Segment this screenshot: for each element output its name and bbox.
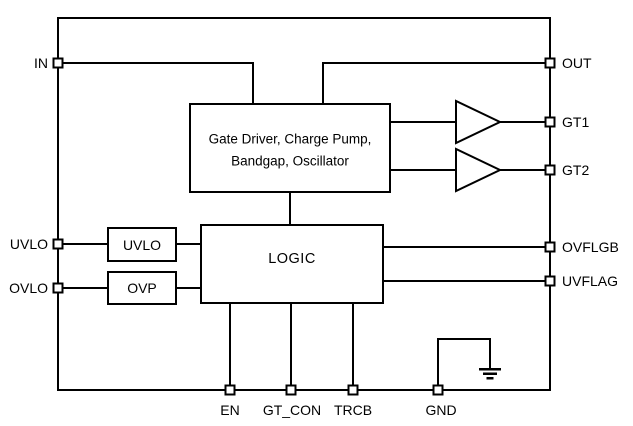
gate-driver-block-box — [189, 103, 391, 193]
pin-uvlo-label: UVLO — [10, 236, 48, 252]
uvlo-block-box — [107, 227, 177, 262]
pin-uvflag-label: UVFLAG — [562, 273, 618, 289]
pin-out-label: OUT — [562, 55, 592, 71]
pin-trcb-label: TRCB — [334, 402, 372, 418]
pin-gtcon-terminal — [285, 384, 297, 396]
gt2-buffer-amplifier-icon — [455, 147, 503, 193]
pin-trcb-terminal — [347, 384, 359, 396]
pin-gt2-label: GT2 — [562, 162, 589, 178]
pin-in-label: IN — [34, 55, 48, 71]
pin-gt2-terminal — [544, 164, 556, 176]
pin-ovflgb-label: OVFLGB — [562, 239, 619, 255]
wire-in-to-gate-driver — [58, 62, 254, 104]
pin-uvlo-terminal — [52, 238, 64, 250]
gate-driver-block-label-line1: Gate Driver, Charge Pump, — [209, 132, 372, 147]
gate-driver-block: Gate Driver, Charge Pump, Bandgap, Oscil… — [189, 103, 391, 193]
pin-gnd-terminal — [432, 384, 444, 396]
ovp-block: OVP — [107, 271, 177, 305]
logic-block-label: LOGIC — [268, 251, 316, 267]
wire-out-to-gate-driver — [322, 62, 550, 104]
wires — [58, 62, 550, 390]
pin-terminals — [52, 57, 556, 396]
pin-ovlo-terminal — [52, 282, 64, 294]
wire-gnd-pin-to-ground — [437, 338, 491, 390]
uvlo-block-label: UVLO — [123, 237, 161, 253]
pin-gt1-label: GT1 — [562, 114, 589, 130]
pin-en-label: EN — [220, 402, 239, 418]
uvlo-block: UVLO — [107, 227, 177, 262]
pin-ovlo-label: OVLO — [9, 280, 48, 296]
pin-uvflag-terminal — [544, 275, 556, 287]
pin-labels: IN UVLO OVLO OUT GT1 GT2 OVFLGB UVFLAG E… — [9, 55, 619, 418]
ground-icon — [479, 367, 501, 380]
gate-driver-block-label-line2: Bandgap, Oscillator — [231, 154, 349, 169]
logic-block-box — [200, 224, 384, 304]
pin-ovflgb-terminal — [544, 241, 556, 253]
gt1-buffer-amplifier-icon — [455, 99, 503, 145]
ovp-block-label: OVP — [127, 280, 157, 296]
pin-gtcon-label: GT_CON — [263, 402, 321, 418]
pin-gnd-label: GND — [425, 402, 456, 418]
ic-boundary — [57, 17, 551, 391]
pin-gt1-terminal — [544, 116, 556, 128]
logic-block: LOGIC — [200, 224, 384, 304]
pin-out-terminal — [544, 57, 556, 69]
pin-in-terminal — [52, 57, 64, 69]
pin-en-terminal — [224, 384, 236, 396]
ovp-block-box — [107, 271, 177, 305]
